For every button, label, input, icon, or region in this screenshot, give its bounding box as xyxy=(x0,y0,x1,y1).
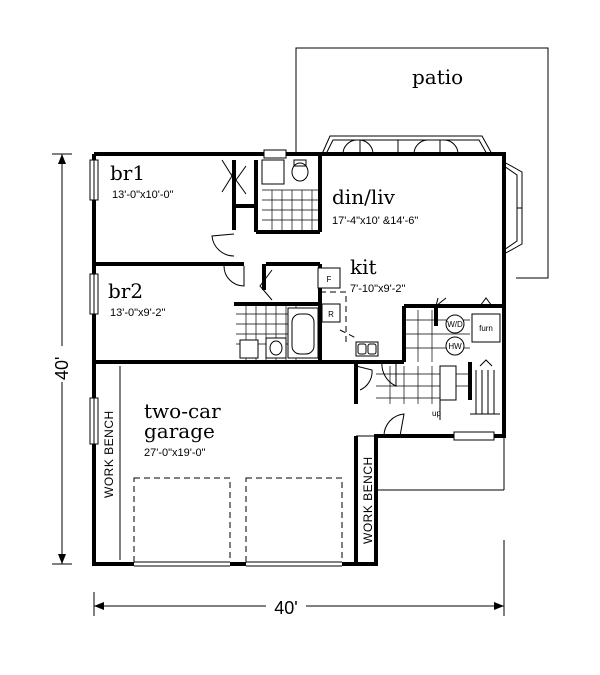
stair-area: up xyxy=(376,359,500,420)
br1-label: br1 xyxy=(110,161,145,185)
bay-window-right xyxy=(503,161,523,255)
din-liv-dims: 17'-4"x10' &14'-6" xyxy=(332,215,418,227)
furnace-label: furn xyxy=(479,324,493,333)
kit-label: kit xyxy=(350,255,377,279)
br2-dims: 13'-0"x9'-2" xyxy=(110,307,166,319)
bath-2 xyxy=(236,306,320,360)
bay-window-top xyxy=(321,135,493,155)
exterior-walls xyxy=(92,152,506,566)
entry-porch xyxy=(375,436,505,491)
water-heater-label: HW xyxy=(448,342,462,351)
din-liv-label: din/liv xyxy=(332,185,396,209)
garage: WORK BENCH WORK BENCH xyxy=(102,366,376,567)
kit-dims: 7'-10"x9'-2" xyxy=(350,283,406,295)
garage-label-line2: garage xyxy=(144,419,215,443)
bath-1 xyxy=(261,159,320,230)
depth-dimension: 40' xyxy=(52,357,72,380)
dimension-lines: 40' 40' xyxy=(50,153,505,618)
range-label: R xyxy=(328,310,334,319)
garage-dims: 27'-0"x19'-0" xyxy=(144,447,206,459)
room-labels: br1 13'-0"x10'-0" br2 13'-0"x9'-2" din/l… xyxy=(108,161,418,459)
patio-label: patio xyxy=(412,65,463,89)
windows xyxy=(89,149,495,445)
patio: patio xyxy=(295,47,549,279)
washer-dryer-label: W/D xyxy=(447,320,463,329)
interior-walls xyxy=(94,154,504,564)
doors xyxy=(211,159,493,437)
work-bench-left: WORK BENCH xyxy=(102,410,116,498)
br1-dims: 13'-0"x10'-0" xyxy=(112,189,174,201)
br2-label: br2 xyxy=(108,279,143,303)
width-dimension: 40' xyxy=(274,598,297,618)
laundry: W/D HW furn xyxy=(404,310,501,362)
kitchen: F R xyxy=(317,267,379,357)
stair-label: up xyxy=(432,409,441,418)
garage-label-line1: two-car xyxy=(144,399,221,423)
work-bench-right: WORK BENCH xyxy=(361,456,375,544)
fridge-label: F xyxy=(327,275,332,284)
